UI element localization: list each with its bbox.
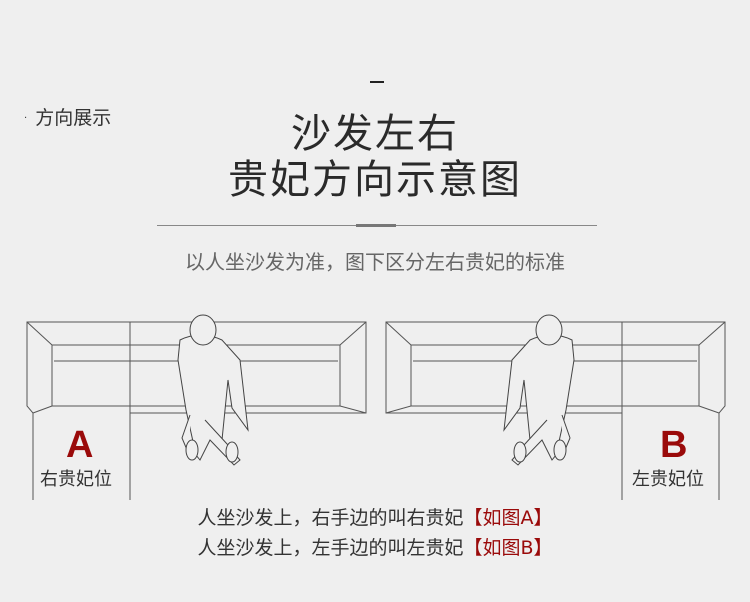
bullet-icon: · [24, 113, 28, 124]
section-label-text: 方向展示 [35, 107, 112, 129]
subtitle: 以人坐沙发为准，图下区分左右贵妃的标准 [185, 250, 565, 274]
section-label: · 方向展示 [24, 103, 111, 130]
note-right-chaise: 人坐沙发上，右手边的叫右贵妃【如图A】 [0, 503, 750, 530]
note-tag: 【如图A】 [463, 507, 553, 529]
note-left-chaise: 人坐沙发上，左手边的叫左贵妃【如图B】 [0, 533, 750, 560]
label-letter-a: A [66, 424, 94, 466]
note-tag: 【如图B】 [463, 537, 553, 559]
page-title-line2: 贵妃方向示意图 [228, 157, 522, 203]
note-text: 人坐沙发上，右手边的叫右贵妃 [197, 507, 464, 529]
sofa-a-drawing [26, 321, 367, 500]
sofa-diagrams [26, 314, 726, 500]
page-title-line1: 沙发左右 [291, 111, 459, 157]
label-left-chaise: 左贵妃位 [632, 469, 704, 490]
seated-person-b-drawing [503, 314, 575, 466]
divider-accent [356, 224, 396, 227]
label-right-chaise: 右贵妃位 [40, 469, 112, 490]
label-letter-b: B [660, 424, 688, 466]
seated-person-a-drawing [177, 314, 249, 466]
note-text: 人坐沙发上，左手边的叫左贵妃 [197, 537, 464, 559]
decorative-dash [370, 81, 384, 83]
